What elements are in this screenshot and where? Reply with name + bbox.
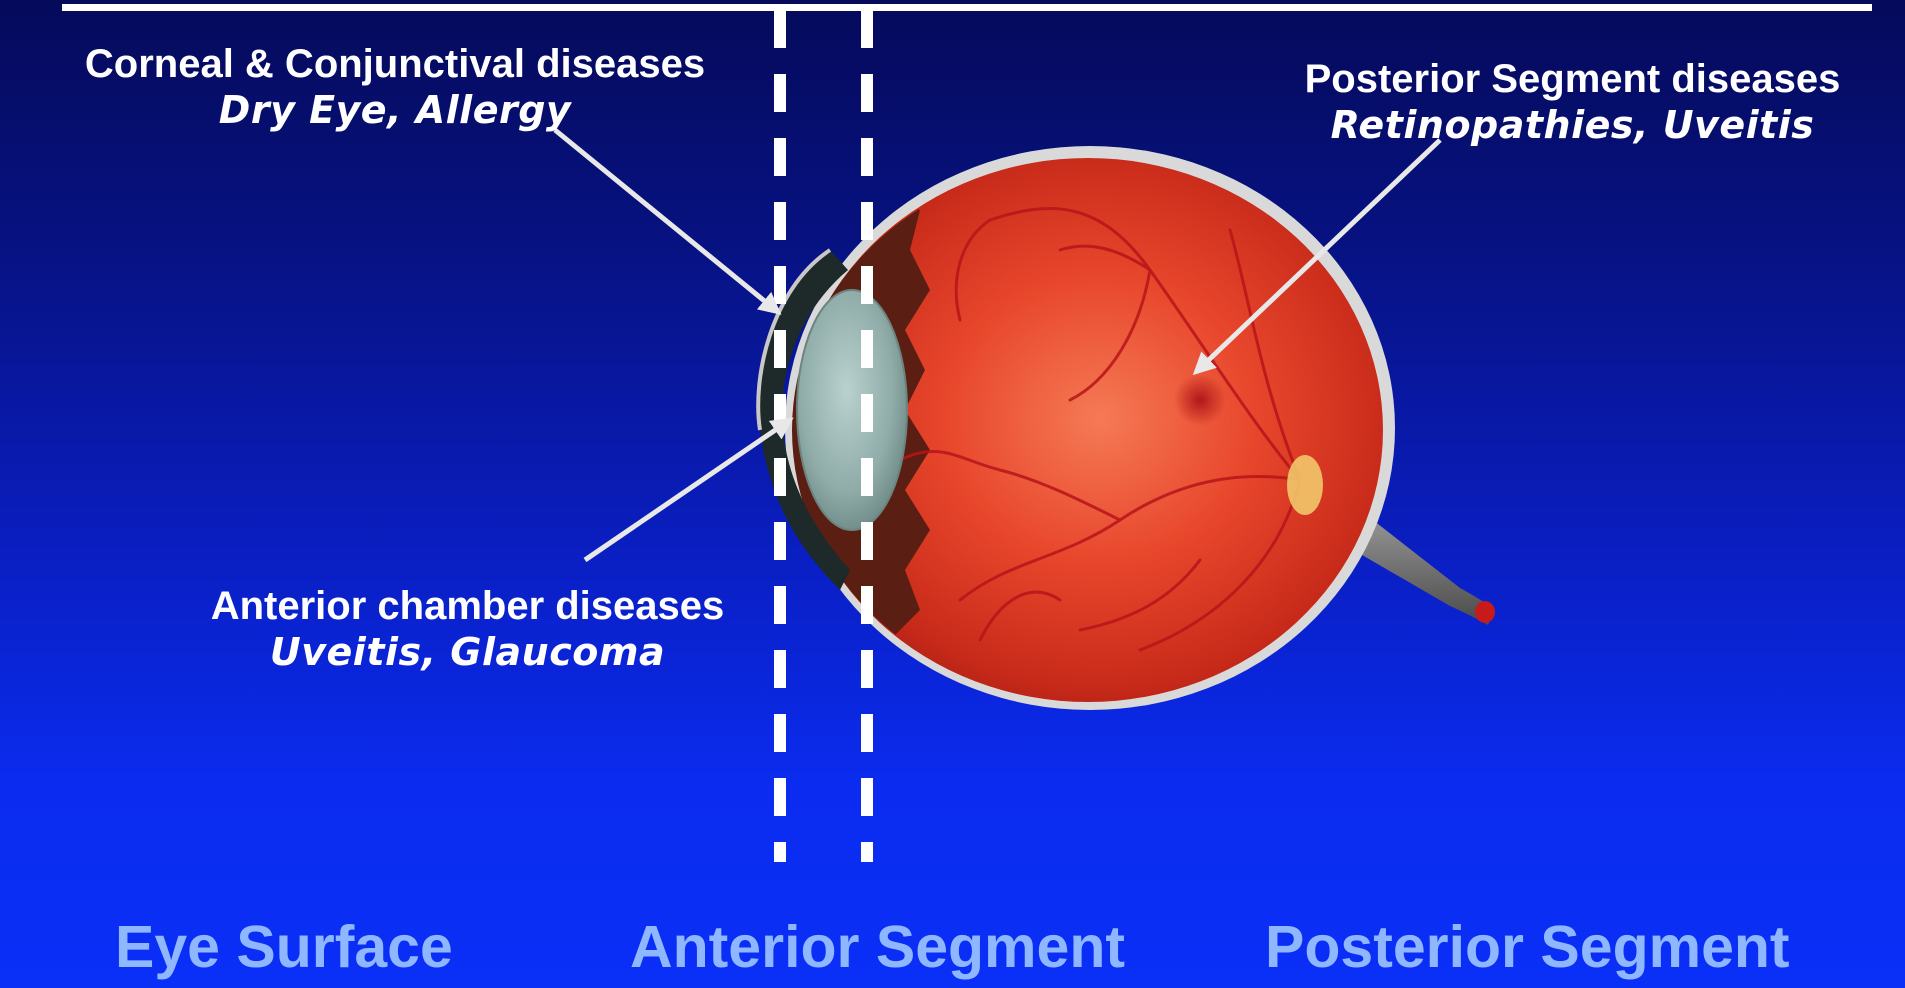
corneal-disease-title: Corneal & Conjunctival diseases: [15, 40, 775, 88]
posterior-disease-title: Posterior Segment diseases: [1245, 55, 1900, 103]
region-posterior-segment: Posterior Segment: [1265, 918, 1790, 977]
anterior-chamber-disease-examples: Uveitis, Glaucoma: [150, 630, 785, 676]
anterior-chamber-disease-label: Anterior chamber diseases Uveitis, Glauc…: [150, 582, 785, 676]
macula: [1174, 374, 1226, 426]
optic-disc: [1287, 455, 1323, 515]
arrow-anterior-chamber: [585, 420, 790, 560]
arrow-corneal: [555, 130, 778, 312]
posterior-disease-label: Posterior Segment diseases Retinopathies…: [1245, 55, 1900, 149]
posterior-disease-examples: Retinopathies, Uveitis: [1245, 103, 1900, 149]
corneal-disease-label: Corneal & Conjunctival diseases Dry Eye,…: [15, 40, 775, 134]
anterior-chamber-disease-title: Anterior chamber diseases: [150, 582, 785, 630]
region-anterior-segment: Anterior Segment: [630, 918, 1125, 977]
lens: [797, 290, 907, 530]
region-eye-surface: Eye Surface: [115, 918, 453, 977]
corneal-disease-examples: Dry Eye, Allergy: [15, 88, 775, 134]
